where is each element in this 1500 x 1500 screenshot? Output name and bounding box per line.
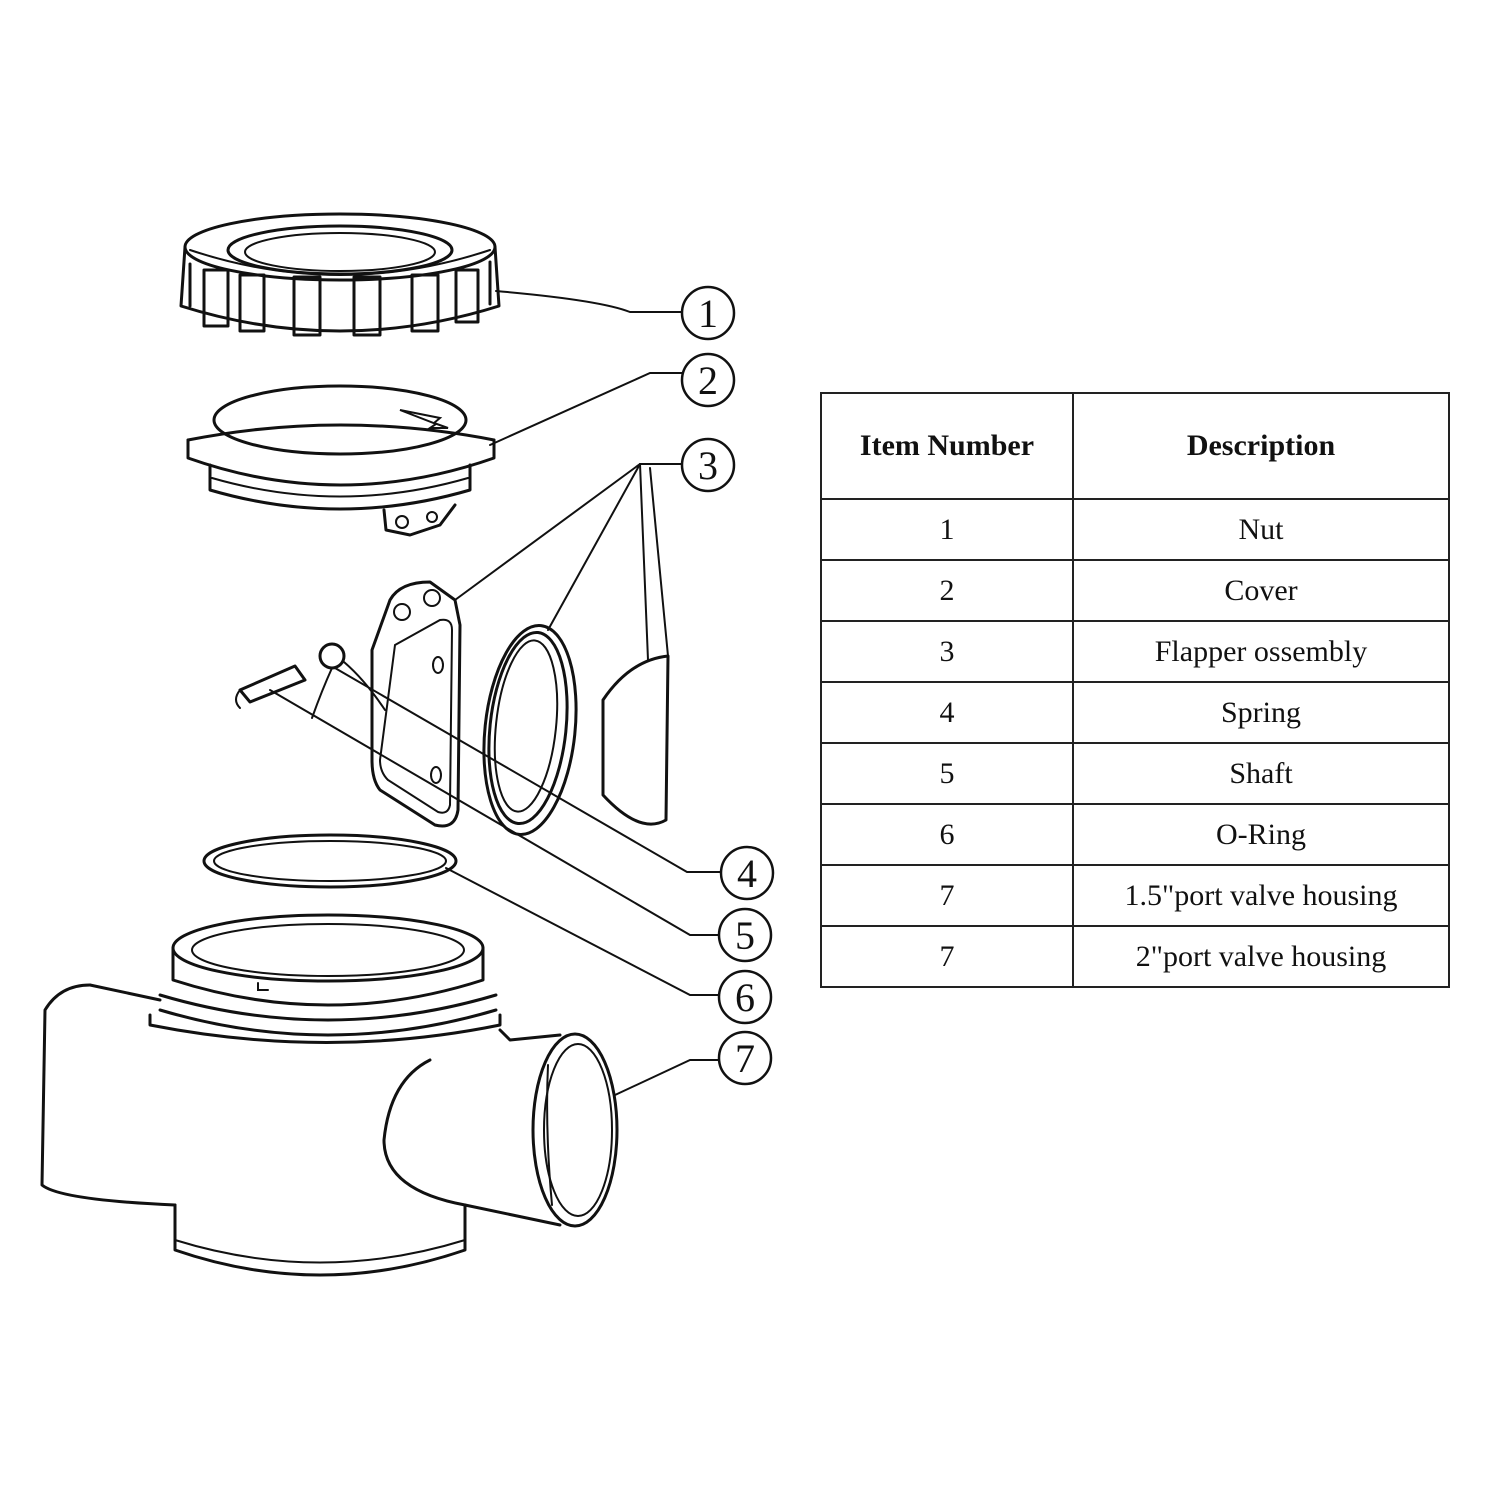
parts-table: Item Number Description 1 Nut 2 Cover 3 … bbox=[820, 392, 1450, 988]
item-number-cell: 6 bbox=[820, 803, 1074, 866]
item-number-cell: 7 bbox=[820, 864, 1074, 927]
nut-part bbox=[179, 212, 501, 337]
description-cell: Spring bbox=[1072, 681, 1450, 744]
table-row: 2 Cover bbox=[820, 559, 1450, 622]
header-item-number: Item Number bbox=[820, 392, 1074, 500]
item-number-cell: 3 bbox=[820, 620, 1074, 683]
valve-housing-part bbox=[40, 913, 619, 1277]
table-row: 6 O-Ring bbox=[820, 803, 1450, 866]
table-row: 3 Flapper ossembly bbox=[820, 620, 1450, 683]
table-header-row: Item Number Description bbox=[820, 392, 1450, 500]
callout-2: 2 bbox=[680, 352, 736, 408]
description-cell: 1.5"port valve housing bbox=[1072, 864, 1450, 927]
description-cell: Cover bbox=[1072, 559, 1450, 622]
svg-text:7: 7 bbox=[735, 1036, 755, 1081]
flapper-assembly-part bbox=[370, 580, 670, 837]
item-number-cell: 5 bbox=[820, 742, 1074, 805]
spring-and-shaft-part bbox=[235, 642, 386, 719]
item-number-cell: 2 bbox=[820, 559, 1074, 622]
svg-text:3: 3 bbox=[698, 443, 718, 488]
callout-3: 3 bbox=[680, 437, 736, 493]
svg-text:1: 1 bbox=[698, 291, 718, 336]
callout-6: 6 bbox=[717, 969, 773, 1025]
description-cell: O-Ring bbox=[1072, 803, 1450, 866]
o-ring-part bbox=[202, 833, 458, 889]
description-cell: 2"port valve housing bbox=[1072, 925, 1450, 988]
description-cell: Nut bbox=[1072, 498, 1450, 561]
table-row: 7 2"port valve housing bbox=[820, 925, 1450, 988]
svg-text:2: 2 bbox=[698, 358, 718, 403]
item-number-cell: 4 bbox=[820, 681, 1074, 744]
callout-1: 1 bbox=[680, 285, 736, 341]
table-row: 4 Spring bbox=[820, 681, 1450, 744]
svg-text:6: 6 bbox=[735, 975, 755, 1020]
callout-5: 5 bbox=[717, 907, 773, 963]
item-number-cell: 1 bbox=[820, 498, 1074, 561]
cover-part bbox=[186, 384, 496, 537]
table-row: 1 Nut bbox=[820, 498, 1450, 561]
header-description: Description bbox=[1072, 392, 1450, 500]
svg-text:4: 4 bbox=[737, 851, 757, 896]
description-cell: Shaft bbox=[1072, 742, 1450, 805]
leader-lines bbox=[269, 290, 723, 1096]
callout-4: 4 bbox=[719, 845, 775, 901]
callout-7: 7 bbox=[717, 1030, 773, 1086]
svg-text:5: 5 bbox=[735, 913, 755, 958]
description-cell: Flapper ossembly bbox=[1072, 620, 1450, 683]
item-number-cell: 7 bbox=[820, 925, 1074, 988]
table-row: 5 Shaft bbox=[820, 742, 1450, 805]
table-row: 7 1.5"port valve housing bbox=[820, 864, 1450, 927]
